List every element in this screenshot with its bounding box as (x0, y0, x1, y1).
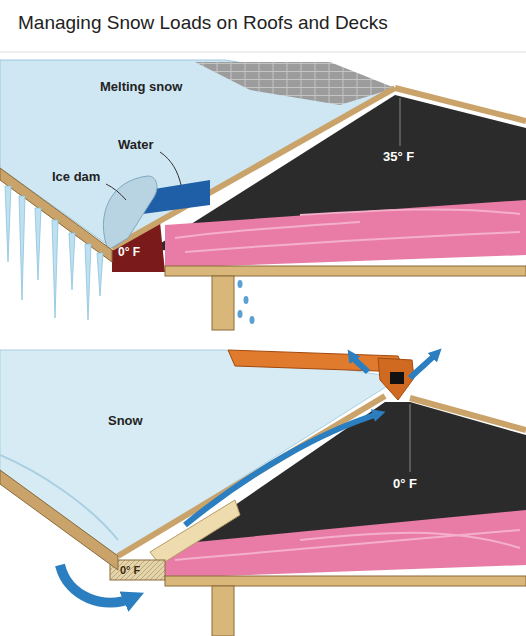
temperature-label: 0° F (393, 477, 417, 492)
icicle (5, 186, 11, 262)
attic-insulation (165, 200, 526, 268)
ridge-vent-end (378, 358, 414, 400)
drip (250, 316, 255, 324)
drip (238, 310, 243, 318)
part-label: Ice dam (52, 170, 100, 185)
temperature-leader (410, 404, 411, 472)
icicles (5, 186, 103, 320)
exhaust-airflow-arrow (410, 354, 436, 378)
fascia-board (0, 470, 118, 570)
ice-dam (103, 176, 157, 250)
temperature-label: 35° F (383, 150, 414, 165)
title-rule (0, 52, 526, 53)
attic-airflow-arrow (185, 414, 378, 525)
temperature-leader (400, 98, 401, 146)
wall-stud (212, 586, 234, 636)
ridge-vent-slot (390, 372, 404, 384)
part-label: Snow (108, 414, 143, 429)
roof-sheathing (112, 88, 395, 248)
leader-line (106, 184, 126, 200)
drip (244, 296, 249, 304)
icicle (69, 233, 75, 290)
icicle (52, 220, 58, 318)
part-label: Melting snow (100, 80, 182, 95)
drip (238, 280, 243, 288)
temperature-label: 0° F (118, 246, 140, 260)
insulation-texture (175, 530, 520, 560)
roof-sheathing (118, 396, 385, 556)
ceiling-joist (165, 266, 526, 276)
exposed-shingles (195, 62, 395, 105)
leader-line (160, 152, 181, 185)
water-drips (238, 280, 255, 324)
exhaust-airflow-arrow (352, 356, 368, 372)
diagram-title: Managing Snow Loads on Roofs and Decks (18, 12, 388, 34)
wall-stud (212, 276, 234, 330)
insulation-texture (175, 209, 520, 252)
icicle (85, 244, 91, 320)
roof-sheathing (395, 88, 526, 121)
icicle (35, 208, 41, 280)
temperature-label: 0° F (120, 564, 140, 577)
roof-sheathing (410, 398, 526, 430)
ceiling-joist (165, 576, 526, 586)
icicle (97, 253, 103, 296)
icicle (19, 196, 25, 300)
part-label: Water (118, 138, 154, 153)
